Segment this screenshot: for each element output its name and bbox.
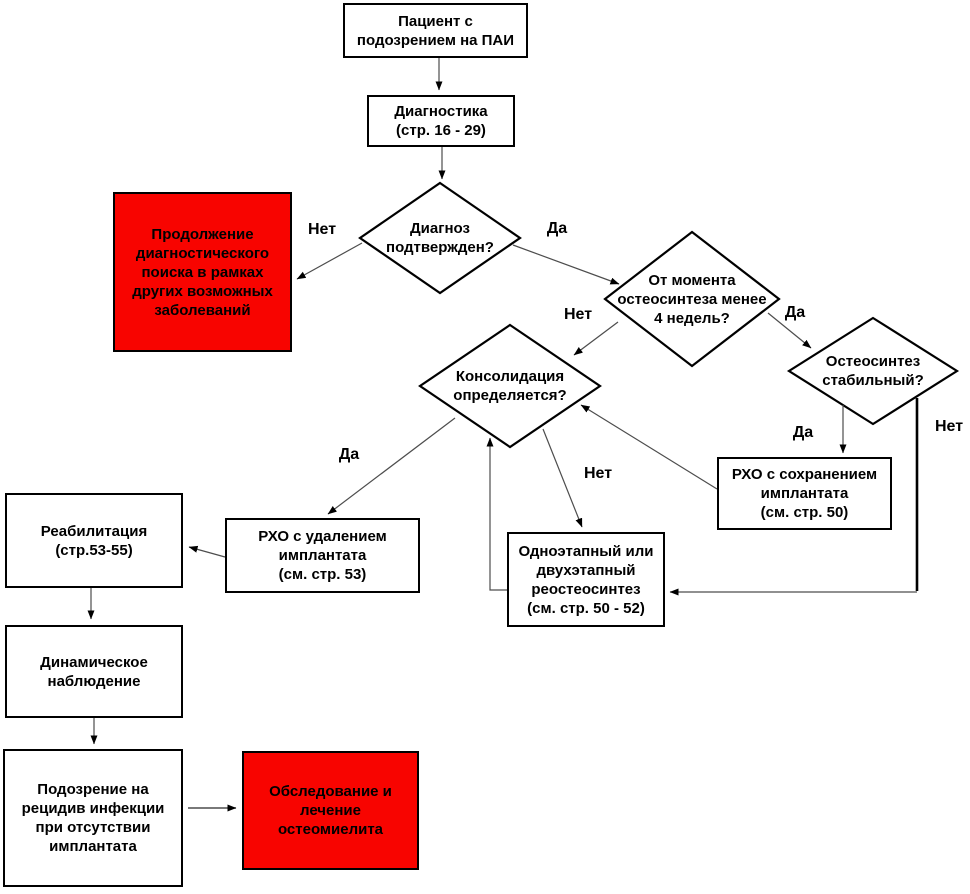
node-reosteosynthesis-label: Одноэтапный или двухэтапный реостеосинте…	[518, 542, 654, 617]
diamond-osteo-stable-label: Остеосинтез стабильный?	[822, 353, 924, 389]
node-rho-preserve: РХО с сохранением имплантата (см. стр. 5…	[717, 457, 892, 530]
arrow-four-weeks-no-to-consolidation	[573, 321, 619, 356]
node-relapse-suspicion: Подозрение на рецидив инфекции при отсут…	[3, 749, 183, 887]
diamond-consolidation-label: Консолидация определяется?	[453, 368, 567, 404]
node-reosteosynthesis: Одноэтапный или двухэтапный реостеосинте…	[507, 532, 665, 627]
node-osteomyelitis-label: Обследование и лечение остеомиелита	[269, 783, 392, 838]
node-rehab: Реабилитация (стр.53-55)	[5, 493, 183, 588]
node-rho-remove-label: РХО с удалением имплантата (см. стр. 53)	[258, 528, 387, 583]
node-relapse-suspicion-label: Подозрение на рецидив инфекции при отсут…	[21, 781, 165, 855]
diamond-four-weeks	[603, 230, 781, 368]
diamond-diagnosis-confirmed-label: Диагноз подтвержден?	[386, 220, 494, 256]
node-observation-label: Динамическое наблюдение	[40, 653, 148, 690]
diamond-diagnosis-confirmed	[358, 181, 522, 295]
node-diagnostic-search-label: Продолжение диагностического поиска в ра…	[132, 225, 273, 319]
edge-label-confirmed-no: Нет	[307, 221, 337, 238]
arrow-confirmed-yes-to-four-weeks	[512, 244, 620, 285]
node-diagnostic-search-alert: Продолжение диагностического поиска в ра…	[113, 192, 292, 352]
arrow-confirmed-no-to-diag-search	[296, 242, 363, 280]
node-patient: Пациент с подозрением на ПАИ	[343, 3, 528, 58]
node-diagnostics: Диагностика (стр. 16 - 29)	[367, 95, 515, 147]
node-patient-label: Пациент с подозрением на ПАИ	[356, 12, 515, 49]
arrow-four-weeks-yes-to-stable	[767, 312, 812, 349]
node-observation: Динамическое наблюдение	[5, 625, 183, 718]
edge-label-confirmed-yes: Да	[546, 220, 568, 237]
node-diagnostics-label: Диагностика (стр. 16 - 29)	[394, 103, 488, 139]
edge-label-consolidation-yes: Да	[338, 446, 360, 463]
arrow-rho-preserve-to-consolidation	[580, 404, 718, 490]
diamond-consolidation	[418, 323, 602, 449]
edge-label-four-weeks-no: Нет	[563, 306, 593, 323]
edge-label-four-weeks-yes: Да	[784, 304, 806, 321]
node-rho-preserve-label: РХО с сохранением имплантата (см. стр. 5…	[731, 466, 878, 521]
arrow-reosteosynthesis-to-consolidation	[486, 437, 507, 591]
arrow-consolidation-no-to-reosteosynthesis	[542, 428, 583, 528]
node-osteomyelitis-alert: Обследование и лечение остеомиелита	[242, 751, 419, 870]
diamond-four-weeks-label: От момента остеосинтеза менее 4 недель?	[617, 271, 767, 327]
arrow-rho-remove-to-rehab	[188, 545, 226, 558]
edge-label-consolidation-no: Нет	[583, 465, 613, 482]
node-rho-remove: РХО с удалением имплантата (см. стр. 53)	[225, 518, 420, 593]
edge-label-stable-no: Нет	[934, 418, 964, 435]
edge-label-stable-yes: Да	[792, 424, 814, 441]
arrow-consolidation-yes-to-rho-remove	[327, 417, 456, 515]
diamond-osteo-stable	[786, 316, 960, 426]
node-rehab-label: Реабилитация (стр.53-55)	[40, 522, 148, 559]
